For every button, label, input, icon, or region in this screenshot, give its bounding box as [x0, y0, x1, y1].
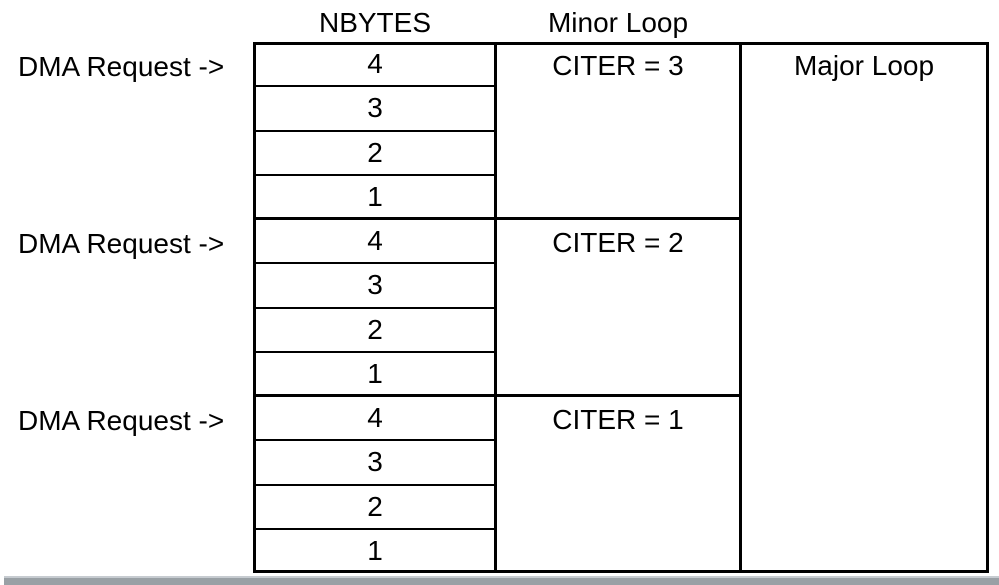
row-divider-line — [256, 174, 494, 176]
dma-request-label-1: DMA Request -> — [18, 51, 225, 82]
nbytes-cell: 3 — [367, 269, 383, 300]
nbytes-cell: 1 — [367, 358, 383, 389]
nbytes-cell: 2 — [367, 137, 383, 168]
nbytes-cell: 1 — [367, 535, 383, 566]
row-divider-line — [256, 262, 494, 264]
nbytes-cell: 3 — [367, 446, 383, 477]
nbytes-cell: 3 — [367, 92, 383, 123]
nbytes-cell: 2 — [367, 491, 383, 522]
nbytes-minor-column-divider-line — [494, 42, 497, 573]
nbytes-cell: 4 — [367, 402, 383, 433]
citer-cell-1: CITER = 1 — [552, 404, 684, 435]
row-divider-line — [256, 307, 494, 309]
row-divider-line — [256, 439, 494, 441]
row-divider-line — [256, 130, 494, 132]
citer-cell-3: CITER = 3 — [552, 50, 684, 81]
group-divider-line-2 — [253, 394, 742, 397]
nbytes-cell: 4 — [367, 225, 383, 256]
row-divider-line — [256, 484, 494, 486]
nbytes-cell: 1 — [367, 181, 383, 212]
row-divider-line — [256, 351, 494, 353]
nbytes-cell: 4 — [367, 48, 383, 79]
nbytes-cell: 2 — [367, 314, 383, 345]
citer-cell-2: CITER = 2 — [552, 227, 684, 258]
dma-request-label-3: DMA Request -> — [18, 405, 225, 436]
nbytes-column-header: NBYTES — [318, 7, 432, 38]
horizontal-scrollbar[interactable] — [4, 576, 999, 585]
major-loop-cell-label: Major Loop — [793, 50, 935, 81]
row-divider-line — [256, 528, 494, 530]
row-divider-line — [256, 85, 494, 87]
minor-major-column-divider-line — [739, 42, 742, 573]
dma-request-label-2: DMA Request -> — [18, 228, 225, 259]
group-divider-line-1 — [253, 217, 742, 220]
table-outer-border — [253, 42, 989, 573]
minor-loop-column-header: Minor Loop — [547, 7, 689, 38]
